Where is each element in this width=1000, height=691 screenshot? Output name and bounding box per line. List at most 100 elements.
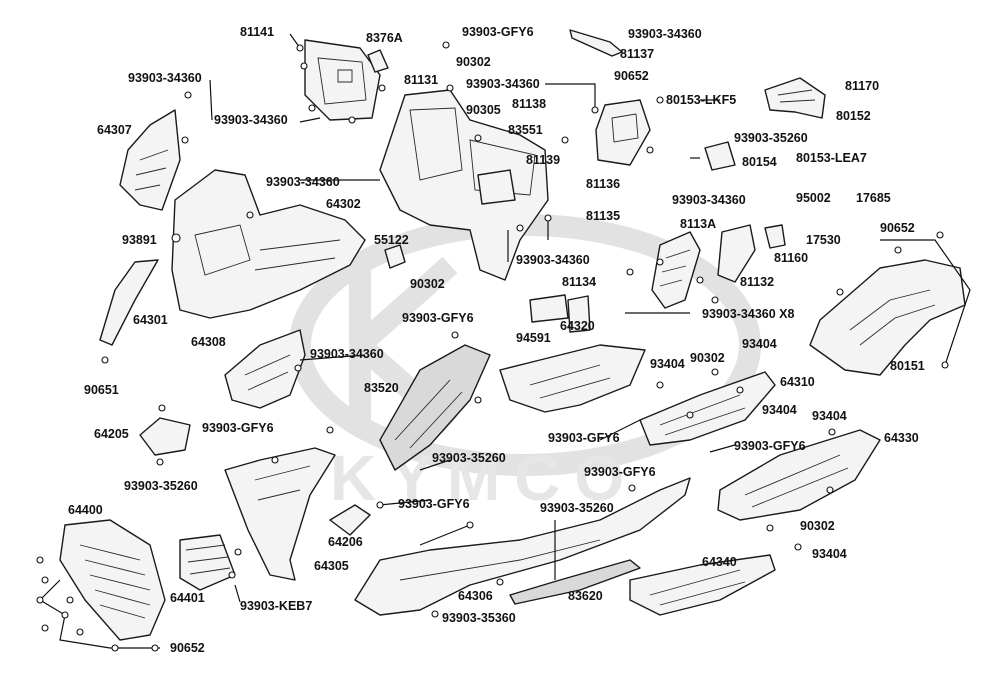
label-94591: 94591 [516,331,551,345]
part-81160-shape [764,224,786,249]
part-83520-shape [379,344,491,471]
label-93903-34360-mid: 93903-34360 [466,77,540,91]
part-81136-shape [595,99,651,166]
label-93903-35260-center: 93903-35260 [432,451,506,465]
part-64301-shape [99,259,159,346]
part-64320-shape [499,344,646,413]
label-64302: 64302 [326,197,361,211]
label-64310: 64310 [780,375,815,389]
label-90651: 90651 [84,383,119,397]
label-81139: 81139 [526,153,560,167]
label-93903-35360: 93903-35360 [442,611,516,625]
label-93903-35260-right: 93903-35260 [734,131,808,145]
part-64340-shape [629,554,776,616]
part-64330-shape [717,429,881,521]
part-64302-shape [171,169,366,319]
label-93404-d: 93404 [812,409,847,423]
label-81170: 81170 [845,79,879,93]
label-93903-34360-center: 93903-34360 [266,175,340,189]
label-83620: 83620 [568,589,603,603]
label-81135: 81135 [586,209,620,223]
label-93404-b: 93404 [742,337,777,351]
leader-lines [39,33,971,649]
part-55122-shape [384,244,406,269]
label-93903-gfy6-center2: 93903-GFY6 [548,431,620,445]
label-93903-keb7: 93903-KEB7 [240,599,312,613]
part-labels: 81141 8376A 93903-GFY6 90302 93903-34360… [68,25,925,655]
label-83551: 83551 [508,123,543,137]
part-81131-shape [379,89,549,281]
label-93891: 93891 [122,233,157,247]
label-93903-34360-center2: 93903-34360 [516,253,590,267]
label-64401: 64401 [170,591,205,605]
label-95002: 95002 [796,191,831,205]
part-81137-shape [569,29,623,57]
label-90302-right: 90302 [690,351,725,365]
label-93903-gfy6-top: 93903-GFY6 [462,25,534,39]
label-80154: 80154 [742,155,777,169]
label-64340: 64340 [702,555,737,569]
label-81132: 81132 [740,275,774,289]
label-93903-gfy6-center4: 93903-GFY6 [398,497,470,511]
label-64320: 64320 [560,319,595,333]
label-93903-34360-left2: 93903-34360 [214,113,288,127]
label-81141: 81141 [240,25,274,39]
label-80153-lea7: 80153-LEA7 [796,151,867,165]
label-83520: 83520 [364,381,399,395]
part-64306-shape [354,477,691,616]
label-90302-top: 90302 [456,55,491,69]
part-80154-shape [704,141,736,171]
label-80151: 80151 [890,359,925,373]
label-64308: 64308 [191,335,226,349]
label-17685: 17685 [856,191,891,205]
label-81160: 81160 [774,251,808,265]
label-81131: 81131 [404,73,438,87]
label-93903-34360-left: 93903-34360 [128,71,202,85]
part-64305-shape [224,447,336,581]
screws [36,41,949,652]
part-80152-shape [764,77,826,119]
label-64307: 64307 [97,123,132,137]
part-8113A-shape [651,231,701,309]
part-94591-shape [529,294,569,323]
label-81134: 81134 [562,275,596,289]
label-64305: 64305 [314,559,349,573]
label-81137: 81137 [620,47,654,61]
label-80152: 80152 [836,109,871,123]
label-93903-34360-left3: 93903-34360 [310,347,384,361]
part-64206-shape [329,504,371,536]
part-8376A-shape [367,49,389,73]
label-90302-bottom: 90302 [800,519,835,533]
label-64301: 64301 [133,313,168,327]
label-64306: 64306 [458,589,493,603]
label-93404-c: 93404 [762,403,797,417]
label-17530: 17530 [806,233,841,247]
label-93903-35260-center2: 93903-35260 [540,501,614,515]
label-93404-e: 93404 [812,547,847,561]
label-93903-35260-left: 93903-35260 [124,479,198,493]
label-93903-gfy6-center: 93903-GFY6 [402,311,474,325]
label-55122: 55122 [374,233,409,247]
part-64401-shape [179,534,236,591]
part-81134-shape [567,295,591,333]
part-83620-shape [509,559,641,605]
label-8113A: 8113A [680,217,716,231]
label-93903-gfy6-center3: 93903-GFY6 [584,465,656,479]
label-8376A: 8376A [366,31,403,45]
label-93903-34360-right2: 93903-34360 [672,193,746,207]
label-81138: 81138 [512,97,546,111]
label-64400: 64400 [68,503,103,517]
label-90302-center: 90302 [410,277,445,291]
label-64206: 64206 [328,535,363,549]
label-90652-bottom: 90652 [170,641,205,655]
part-64400-shape [59,519,166,641]
part-80151-shape [809,259,966,376]
label-80153-lkf5: 80153-LKF5 [666,93,736,107]
label-64330: 64330 [884,431,919,445]
label-90652-right: 90652 [880,221,915,235]
part-64308-shape [224,329,306,409]
part-81141-shape [304,39,381,121]
label-90652-top: 90652 [614,69,649,83]
